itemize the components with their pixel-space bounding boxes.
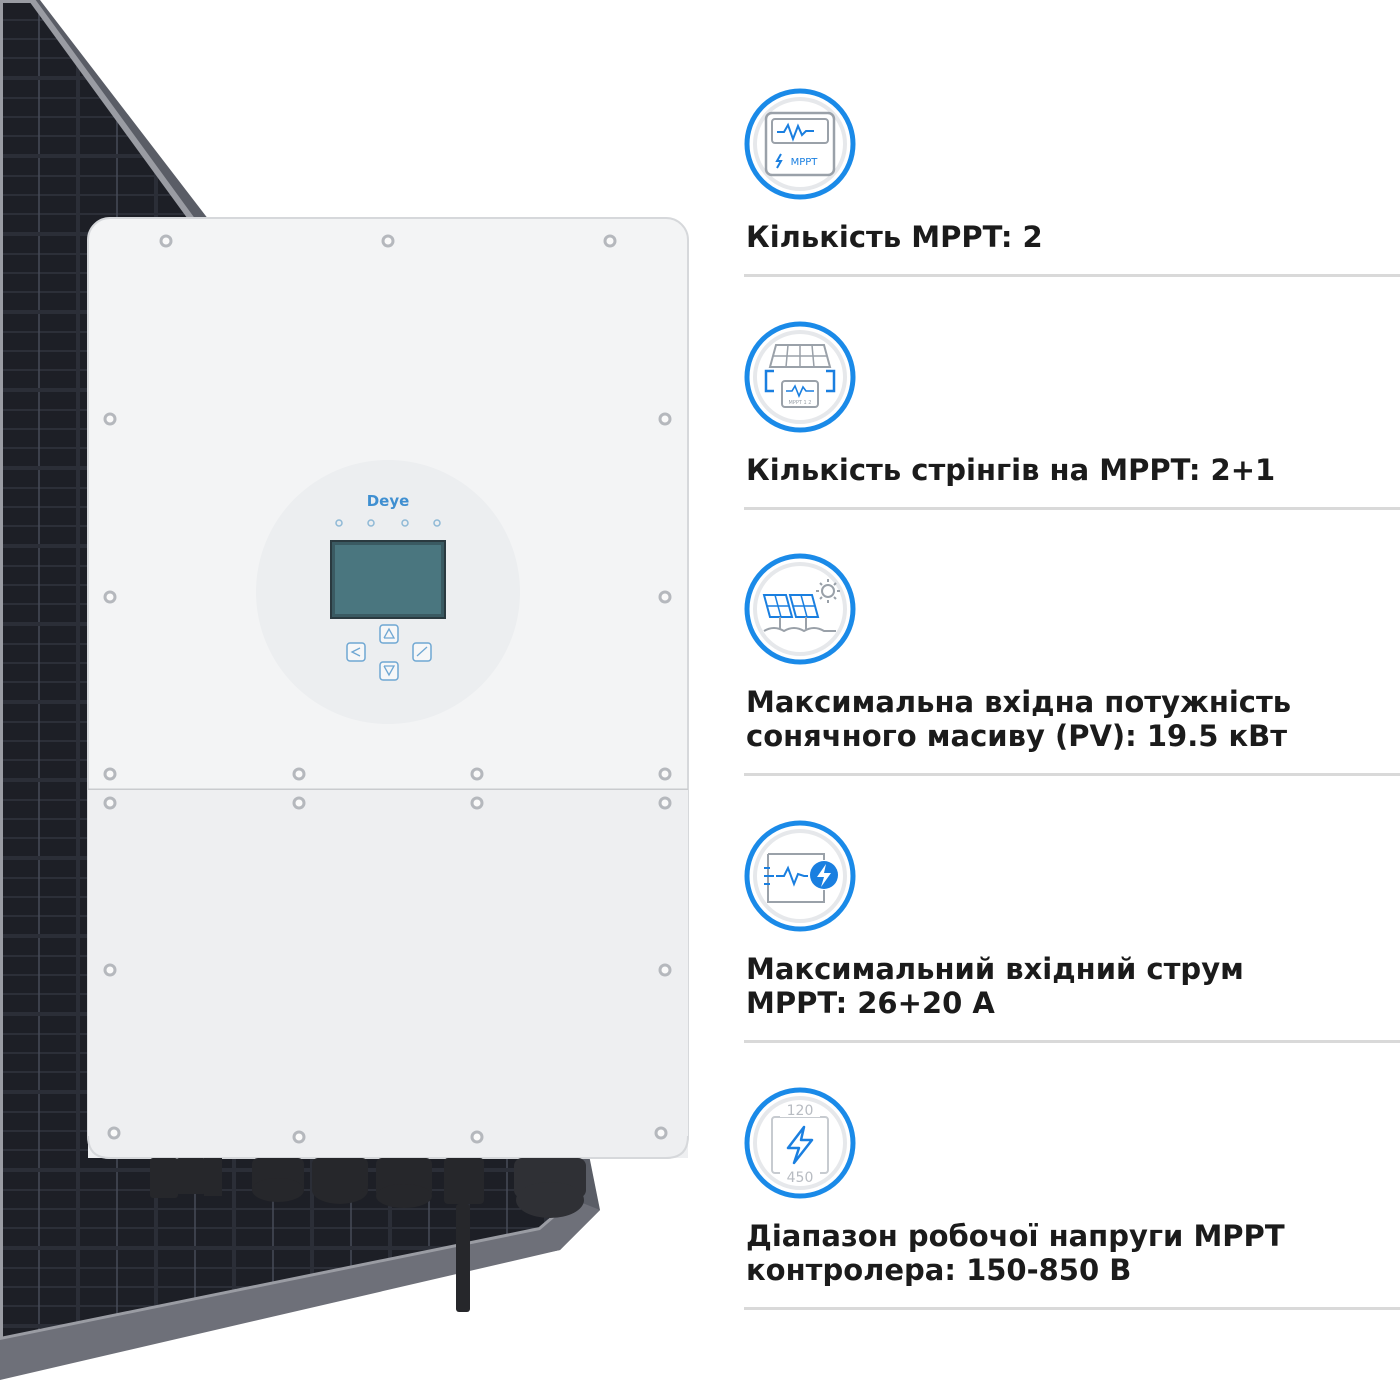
divider [744,1040,1400,1043]
voltage-range-icon: 120 450 [744,1087,856,1199]
spec-label: Кількість стрінгів на MPPT: 2+1 [746,453,1276,487]
svg-text:450: 450 [787,1170,814,1186]
spec-list: MPPT Кількість MPPT: 2 MPPT 1 2 Кі [744,0,1400,1400]
brand-logo: Deye [367,492,410,510]
input-current-bolt-icon [744,820,856,932]
divider [744,274,1400,277]
divider [744,1307,1400,1310]
spec-label: Діапазон робочої напруги MPPT контролера… [746,1219,1285,1287]
solar-array-sun-icon [744,553,856,665]
divider [744,773,1400,776]
spec-label: Максимальний вхідний струм MPPT: 26+20 А [746,952,1244,1020]
spec-label: Кількість MPPT: 2 [746,220,1043,254]
svg-text:MPPT 1 2: MPPT 1 2 [789,400,812,406]
solar-strings-mppt-icon: MPPT 1 2 [744,321,856,433]
inverter-image [87,217,689,1312]
divider [744,507,1400,510]
svg-text:120: 120 [787,1103,814,1119]
svg-text:MPPT: MPPT [791,157,819,168]
spec-label: Максимальна вхідна потужність сонячного … [746,685,1292,753]
mppt-monitor-icon: MPPT [744,88,856,200]
product-illustration: Deye [0,0,689,1380]
